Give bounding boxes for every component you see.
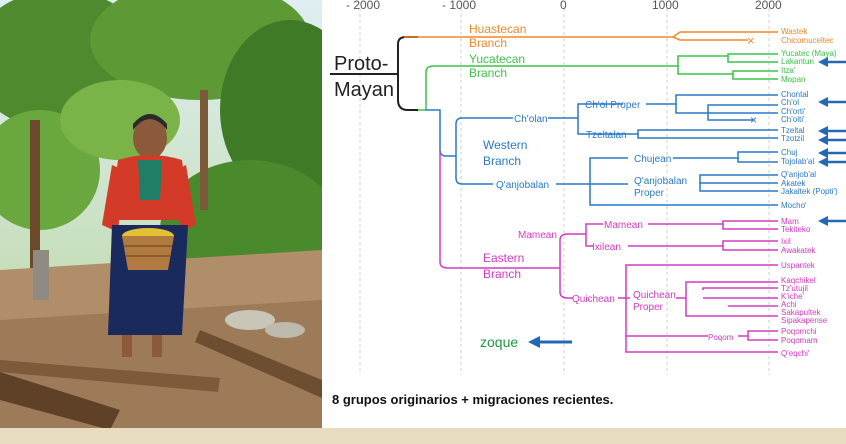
bottom-band — [0, 428, 846, 444]
lang-chol: Ch'ol — [781, 98, 799, 107]
subgroup-qanjobalan-proper-2: Proper — [634, 188, 665, 199]
lang-chicomuceltec: Chicomuceltec — [781, 36, 833, 45]
axis-tick-label: 0 — [560, 0, 567, 12]
axis-tick-label: 2000 — [755, 0, 782, 12]
subgroup-mamean-group: Mamean — [518, 230, 557, 241]
subgroup-chujean: Chujean — [634, 154, 671, 165]
subgroup-quichean: Quichean — [572, 294, 615, 305]
root-label-line1: Proto- — [334, 53, 388, 75]
woman-photo — [0, 0, 322, 430]
subgroup-quichean-proper-1: Quichean — [633, 290, 676, 301]
extinct-marker: × — [750, 113, 757, 127]
subgroup-qanjobalan: Q'anjobalan — [496, 180, 549, 191]
lang-tzotzil: Tzotzil — [781, 134, 804, 143]
caption-text: 8 grupos originarios + migraciones recie… — [332, 392, 613, 407]
lang-cholti: Ch'olti' — [781, 115, 805, 124]
western-label-2: Branch — [483, 154, 521, 168]
subgroup-cholan: Ch'olan — [514, 114, 548, 125]
subgroup-quichean-proper-2: Proper — [633, 302, 664, 313]
lang-wastek: Wastek — [781, 27, 808, 36]
lang-mopan: Mopan — [781, 75, 805, 84]
lang-sipakapense: Sipakapense — [781, 316, 828, 325]
lang-ixil: Ixil — [781, 237, 791, 246]
lang-itza: Itza' — [781, 66, 796, 75]
huastecan-label-1: Huastecan — [469, 22, 526, 36]
lang-tekiteko: Tekiteko — [781, 225, 811, 234]
subgroup-tzeltalan: Tzeltalan — [586, 130, 627, 141]
lang-qeqchi: Q'eqchi' — [781, 349, 810, 358]
western-label-1: Western — [483, 138, 527, 152]
mayan-family-tree: - 2000 - 1000 0 1000 2000 Proto- Mayan H… — [328, 0, 846, 375]
lang-chuj: Chuj — [781, 148, 798, 157]
axis-tick-label: 1000 — [652, 0, 679, 12]
lang-awakatek: Awakatek — [781, 246, 817, 255]
huastecan-label-2: Branch — [469, 36, 507, 50]
lang-uspantek: Uspantek — [781, 261, 816, 270]
subgroup-ixilean: Ixilean — [592, 242, 621, 253]
lang-lakantun: Lakantun — [781, 57, 814, 66]
lang-poqomchi: Poqomchi — [781, 327, 817, 336]
extinct-marker: × — [747, 33, 755, 48]
subgroup-qanjobalan-proper-1: Q'anjobalan — [634, 176, 687, 187]
axis-tick-label: - 2000 — [346, 0, 380, 12]
axis-tick-label: - 1000 — [442, 0, 476, 12]
lang-tojolabal: Tojolab'al — [781, 157, 814, 166]
subgroup-mamean: Mamean — [604, 220, 643, 231]
subgroup-poqom: Poqom — [708, 333, 734, 342]
lang-poqomam: Poqomam — [781, 336, 818, 345]
eastern-label-2: Branch — [483, 267, 521, 281]
lang-jakaltek: Jakaltek (Popti') — [781, 187, 838, 196]
subgroup-chol-proper: Ch'ol Proper — [585, 100, 641, 111]
eastern-label-1: Eastern — [483, 251, 524, 265]
lang-mocho: Mocho' — [781, 201, 807, 210]
lang-qanjobal: Q'anjob'al — [781, 170, 816, 179]
root-label-line2: Mayan — [334, 79, 394, 101]
yucatecan-label-2: Branch — [469, 66, 507, 80]
yucatecan-label-1: Yucatecan — [469, 52, 525, 66]
zoque-label: zoque — [480, 334, 518, 350]
